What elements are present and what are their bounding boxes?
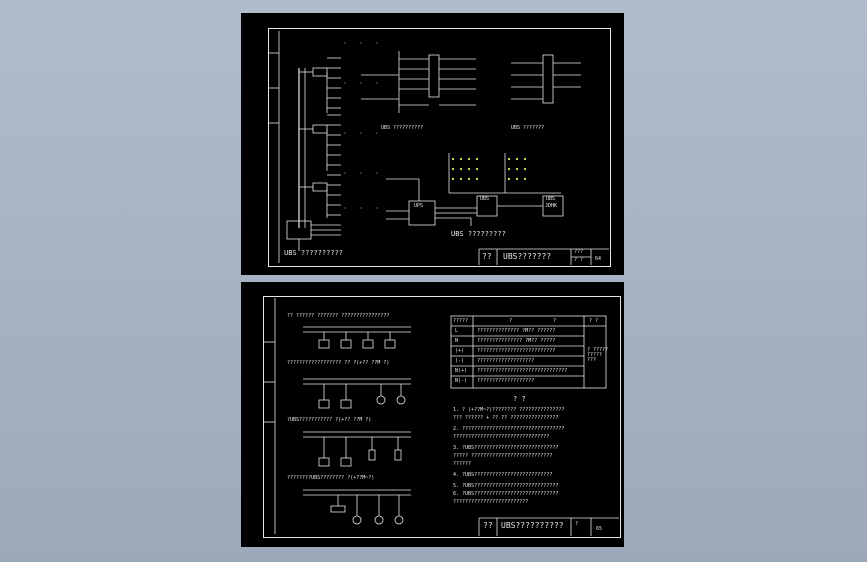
- title-block-ref: ???: [574, 249, 584, 255]
- title-block-left: ??: [483, 521, 493, 530]
- notes-list: 1. ? (+??M~?)???????? ??????????????? ??…: [453, 408, 564, 505]
- table-cell: ??????????????????????????: [477, 348, 556, 354]
- table-cell: L: [455, 328, 459, 334]
- sheet-border: [268, 28, 611, 267]
- sheet-border: [263, 296, 621, 538]
- system-diagram-label: UBS ??????????: [284, 249, 344, 257]
- table-cell: ??????????????? ?M?? ?????: [477, 338, 556, 344]
- notes-title: ? ?: [513, 395, 526, 403]
- table-cell: N: [455, 338, 459, 344]
- drawing-sheet-upper: UBS ?????????? UBS ?????????? UBS ??????…: [241, 13, 624, 275]
- note-line: 3. ?UBS????????????????????????????: [453, 445, 559, 451]
- note-line: 6. ?UBS????????????????????????????: [453, 491, 559, 497]
- panel-b-label: UBS ???????: [511, 125, 545, 131]
- wiring-diagram-lower: [263, 298, 619, 536]
- note-line: 4. ?UBS??????????????????????????: [453, 472, 553, 478]
- sheet-number: 64: [595, 256, 602, 262]
- sheet-number: 65: [596, 526, 603, 532]
- table-cell: (-): [455, 358, 465, 364]
- ubs-box-label-2: UBS: [546, 196, 556, 202]
- bus-group-label-2: ?????????????????? ?? ?(+?? ??M ?): [287, 360, 390, 366]
- jdhk-box-label: JDHK: [545, 203, 558, 209]
- bus-group-label-4: ????????UBS???????? ?(+??M~?): [287, 475, 375, 481]
- panel-a-label: UBS ??????????: [381, 125, 424, 131]
- ups-box-label: UPS: [414, 203, 424, 209]
- table-cell: (+): [455, 348, 465, 354]
- ubs-box-label: UBS: [480, 196, 490, 202]
- table-cell: ??????????????????????????????: [477, 368, 568, 374]
- table-side-note: ? ????? ????? ???: [587, 347, 609, 363]
- table-header: ?: [509, 318, 513, 324]
- title-block-ref: ?: [575, 521, 579, 527]
- note-line: ??????: [453, 461, 472, 467]
- note-line: 5. ?UBS????????????????????????????: [453, 483, 559, 489]
- title-block-ref-2: ? ?: [574, 257, 584, 263]
- note-line: ????? ???????????????????????????: [453, 453, 553, 459]
- note-line: ????????????????????????????????: [453, 434, 550, 440]
- table-cell: N(+): [455, 368, 468, 374]
- table-cell: ???????????????????: [477, 378, 535, 384]
- table-cell: ?????????????? ?M?? ??????: [477, 328, 556, 334]
- wiring-diagram-upper: [268, 31, 609, 265]
- table-header: ?????: [453, 318, 469, 324]
- table-cell: ???????????????????: [477, 358, 535, 364]
- bottom-system-label: UBS ?????????: [451, 230, 506, 238]
- table-header: ?: [553, 318, 557, 324]
- title-block-left: ??: [482, 252, 492, 261]
- title-block-title: UBS???????: [503, 252, 552, 261]
- title-block-title: UBS??????????: [501, 521, 564, 530]
- table-cell: N(-): [455, 378, 468, 384]
- note-line: ?????????????????????????: [453, 499, 529, 505]
- note-line: ??? ?????? + ?? ?? ????????????????: [453, 415, 559, 421]
- note-line: 1. ? (+??M~?)???????? ???????????????: [453, 407, 565, 413]
- note-line: 2. ??????????????????????????????????: [453, 426, 565, 432]
- table-header: ? ?: [589, 318, 599, 324]
- bus-group-label-1: ?? ?????? ??????? ????????????????: [287, 313, 390, 319]
- drawing-sheet-lower: ?? ?????? ??????? ???????????????? ?????…: [241, 282, 624, 547]
- bus-group-label-3: ?UBS??????????? ?(+?? ??M ?): [287, 417, 372, 423]
